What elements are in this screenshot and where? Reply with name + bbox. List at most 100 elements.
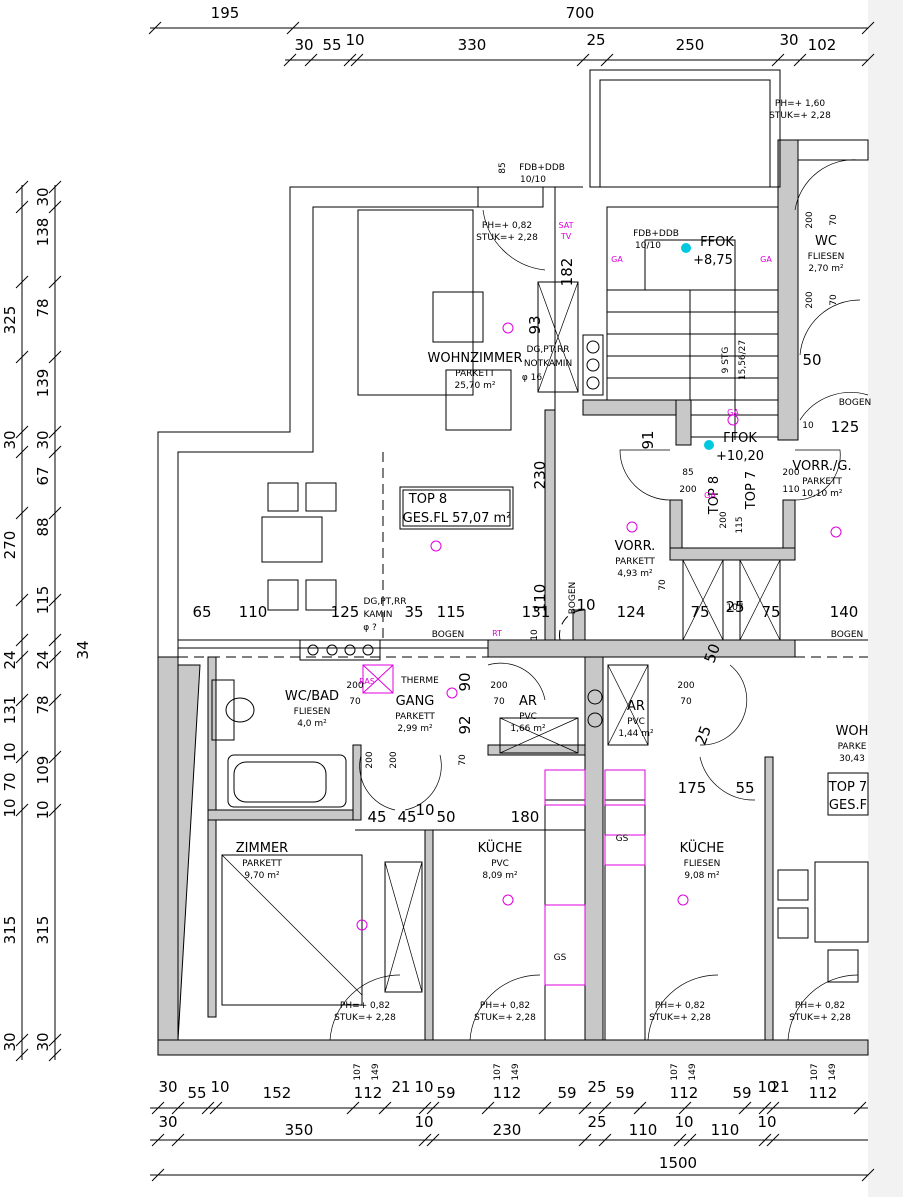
dimension-label: 10 [576,596,595,614]
dimension-label: 70 [658,579,668,591]
dimension-label: 85 [498,162,508,173]
dimension-label: 30 [158,1113,177,1131]
dimension-label: 92 [456,715,474,734]
dimension-label: 115 [34,586,52,615]
room-floor: PARKETT [455,369,495,379]
dimension-label: 138 [34,218,52,247]
dimension-tick [771,53,785,67]
dimension-tick [766,1101,780,1115]
dimension-tick [48,350,62,364]
dimension-tick [15,650,29,664]
dimension-label: 112 [354,1084,383,1102]
staircase [582,206,779,440]
window-dimension: 107 [810,1063,820,1080]
dimension-label: 125 [831,418,860,436]
dimension-label: 110 [782,485,799,495]
dimension-tick [48,633,62,647]
dimension-label: 230 [493,1121,522,1139]
annotation: φ 16 [522,373,543,383]
annotation: DG,PT,RR [526,345,569,355]
dimension-label: 195 [211,4,240,22]
dimension-label: 107 [726,603,743,613]
dimension-label: 200 [677,681,694,691]
dimension-tick [151,1101,165,1115]
unit-label-top8 [399,486,514,530]
dimension-tick [350,53,364,67]
room-floor: PARKETT [802,477,842,487]
room-area: 4,0 m² [297,719,327,729]
dimension-label: 30 [1,1032,19,1051]
dimension-label: 10 [1,798,19,817]
dimension-label: 25 [692,723,715,747]
annotation: BOGEN [839,398,872,408]
ceiling-height: STUK=+ 2,28 [476,233,538,243]
unit-name: TOP 8 [408,492,447,507]
dimension-label: 70 [493,697,505,707]
dimension-tick [378,1101,392,1115]
dimension-label: 112 [493,1084,522,1102]
dimension-tick [48,1048,62,1062]
dimension-label: 110 [531,584,549,613]
dimension-tick [346,1101,360,1115]
dimension-label: 10 [345,31,364,49]
dimension-label: 124 [617,603,646,621]
dimension-tick [861,53,875,67]
level-value: +10,20 [716,449,764,464]
dimension-label: 30 [34,187,52,206]
dimension-label: 59 [732,1084,751,1102]
dimension-lines [15,21,875,1182]
room-name: GANG [396,694,435,709]
room-name: AR [519,694,537,709]
dimension-label: 21 [391,1078,410,1096]
dimension-tick [48,693,62,707]
room-area: 9,08 m² [684,871,720,881]
dimension-label: 78 [34,695,52,714]
dimension-label: 1500 [659,1154,697,1172]
annotation: GS [616,834,629,844]
annotation: TV [560,232,572,241]
dimension-label: 55 [187,1084,206,1102]
dimension-label: 70 [829,214,839,226]
dimension-tick [201,1101,215,1115]
dimension-label: 10 [34,800,52,819]
dimension-label: 131 [1,696,19,725]
dimension-tick [151,1168,165,1182]
annotation: φ ? [363,623,377,633]
dimension-tick [15,425,29,439]
annotation: GA [704,491,716,500]
unit-label-top7 [827,772,869,816]
dimension-tick [598,1101,612,1115]
level-marker-icon [681,243,691,253]
dimension-label: 200 [805,211,815,228]
dimension-tick [576,53,590,67]
dimension-tick [304,53,318,67]
dimension-tick [426,1133,440,1147]
ceiling-height: STUK=+ 2,28 [769,111,831,121]
dimension-label: 10 [530,629,540,641]
unit-area: GES.FL 57,07 m² [403,511,512,526]
dimension-label: 24 [1,650,19,669]
electrical-symbols [356,243,842,986]
parapet-height: PH=+ 0,82 [795,1001,845,1011]
annotation: BOGEN [831,630,864,640]
ceiling-height: STUK=+ 2,28 [474,1013,536,1023]
dimension-label: 59 [557,1084,576,1102]
window-dimension: 149 [688,1063,698,1080]
parapet-height: PH=+ 0,82 [482,221,532,231]
dimension-label: 110 [711,1121,740,1139]
dimension-label: 700 [566,4,595,22]
dimension-label: 25 [587,1078,606,1096]
dimension-tick [48,593,62,607]
dimension-label: 10 [674,1113,693,1131]
dimension-label: 34 [74,640,92,659]
dimension-tick [171,1133,185,1147]
dimension-tick [151,1133,165,1147]
dimension-label: 125 [331,603,360,621]
room-floor: PVC [627,717,645,727]
dimension-label: 200 [719,511,729,528]
dimension-label: 200 [782,468,799,478]
dimension-tick [15,506,29,520]
dimension-tick [738,1101,752,1115]
dimension-label: 315 [1,916,19,945]
room-name: WC/BAD [285,689,339,704]
